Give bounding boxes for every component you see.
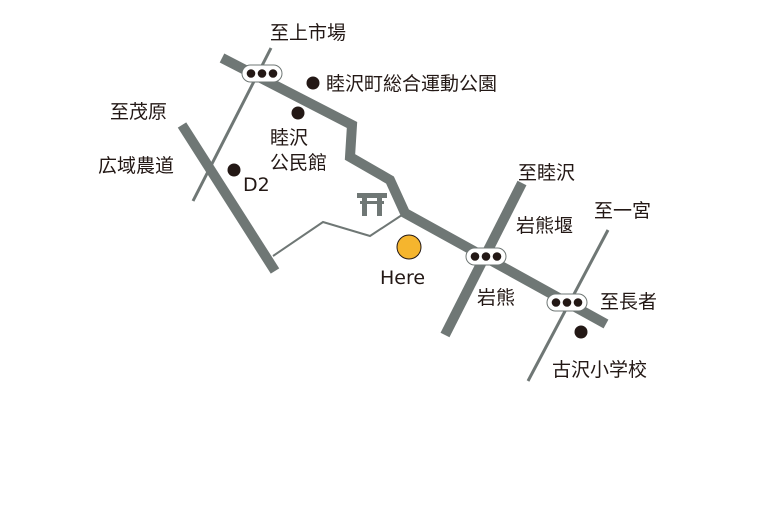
label-to-kamiichiba: 至上市場 [270, 22, 347, 44]
label-park: 睦沢町総合運動公園 [326, 73, 498, 95]
label-to-mutsuzawa: 至睦沢 [518, 162, 576, 184]
traffic-light-icon [241, 64, 283, 83]
label-community-hall-2: 公民館 [270, 152, 328, 174]
route-to-here [272, 212, 406, 257]
torii-icon [357, 193, 387, 216]
label-iwakuma: 岩熊 [477, 287, 516, 309]
poi-dot-d2 [227, 163, 241, 177]
poi-dot-park [306, 76, 320, 90]
poi-dot-school [574, 325, 588, 339]
label-school: 古沢小学校 [552, 359, 648, 381]
farm-road [177, 122, 280, 274]
label-to-ichinomiya: 至一宮 [594, 200, 652, 222]
label-community-hall-1: 睦沢 [270, 127, 309, 149]
label-to-chojya: 至長者 [600, 291, 658, 313]
label-iwakuma-weir: 岩熊堰 [516, 215, 574, 237]
traffic-light-icon [465, 247, 507, 266]
label-to-shigehara: 至茂原 [110, 101, 168, 123]
label-here: Here [380, 267, 426, 289]
here-marker [396, 234, 422, 260]
poi-dot-community-hall [291, 106, 305, 120]
label-d2: D2 [243, 174, 270, 196]
label-farm-road: 広域農道 [98, 155, 175, 177]
main-road [219, 53, 609, 329]
traffic-light-icon [546, 293, 588, 312]
